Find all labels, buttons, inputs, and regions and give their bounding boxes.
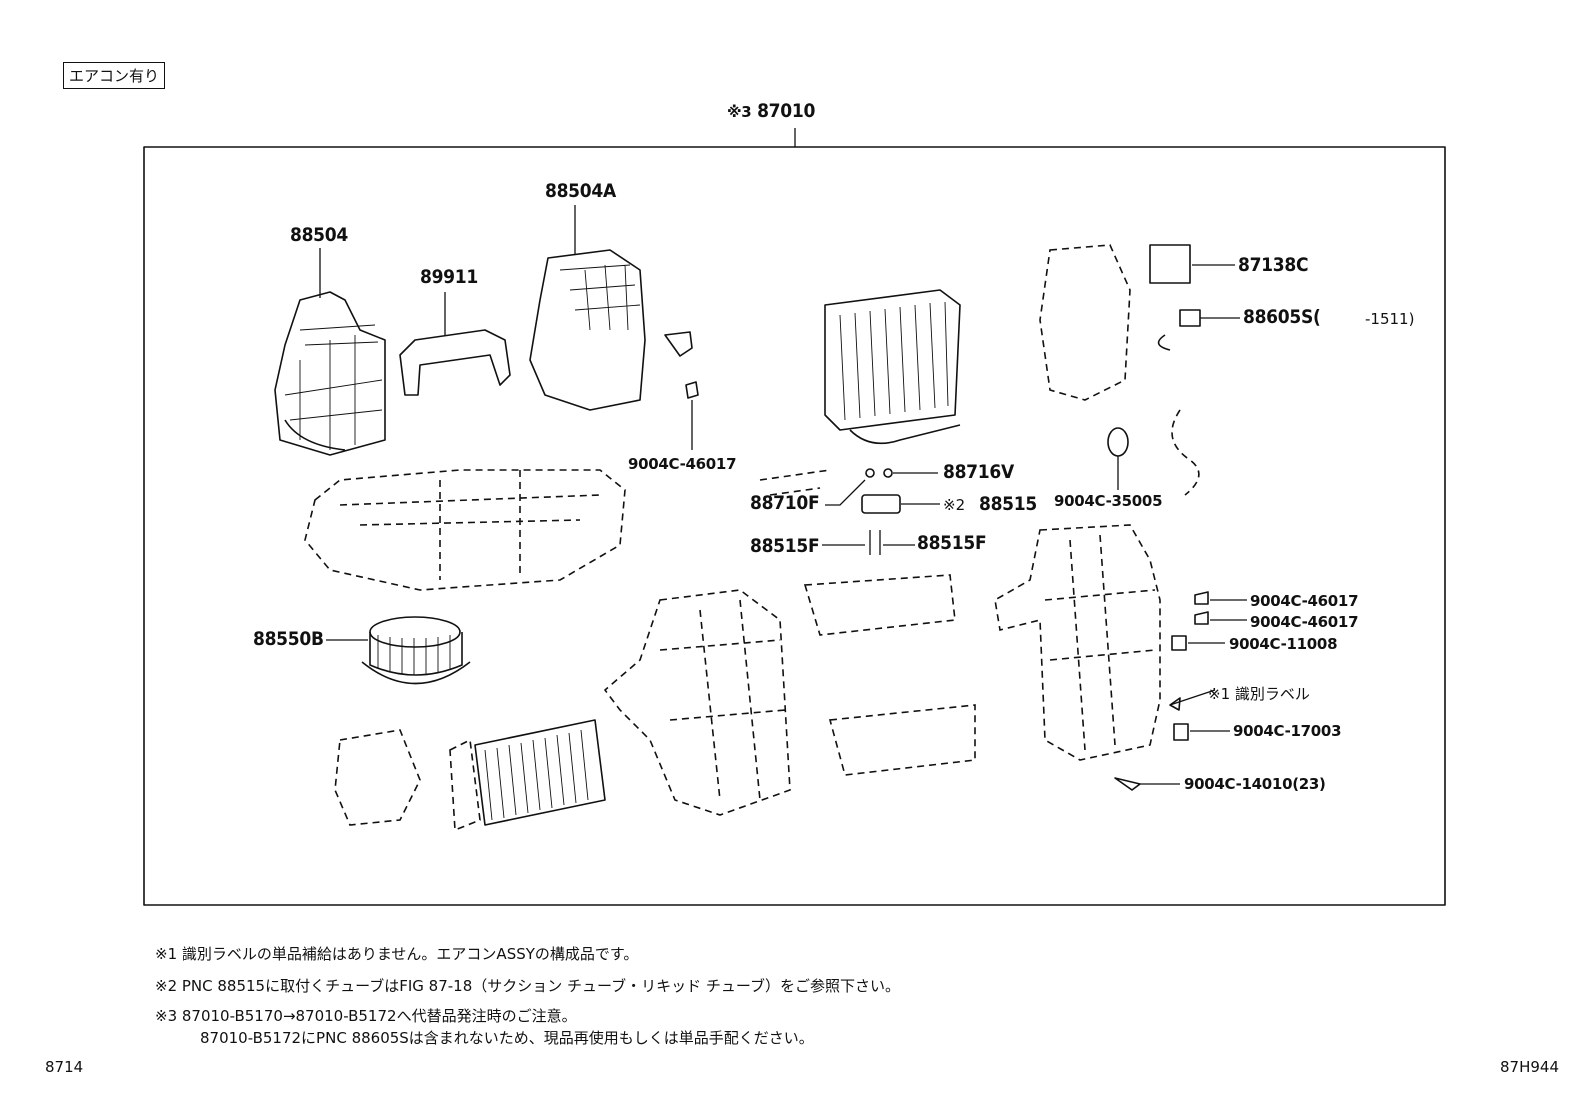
part-88710f[interactable]: 88710F bbox=[750, 492, 820, 514]
part-88515f-left[interactable]: 88515F bbox=[750, 535, 820, 557]
note-1: ※1 識別ラベルの単品補給はありません。エアコンASSYの構成品です。 bbox=[155, 945, 639, 963]
duct-parts-drawing bbox=[803, 574, 976, 776]
part-88605s[interactable]: 88605S( bbox=[1243, 306, 1321, 328]
part-88605s-range: -1511) bbox=[1365, 310, 1415, 328]
note-2: ※2 PNC 88515に取付くチューブはFIG 87-18（サクション チュー… bbox=[155, 977, 900, 995]
part-87138c[interactable]: 87138C bbox=[1238, 254, 1309, 276]
part-88550b[interactable]: 88550B bbox=[253, 628, 324, 650]
center-housing-drawing bbox=[603, 589, 791, 816]
assembly-part-number: 87010 bbox=[757, 100, 816, 122]
part-88716v[interactable]: 88716V bbox=[943, 461, 1014, 483]
blower-motor-drawing bbox=[326, 616, 471, 685]
part-9004c-35005[interactable]: 9004C-35005 bbox=[1054, 492, 1163, 510]
right-housing-drawing bbox=[994, 244, 1161, 761]
bracket-drawing bbox=[399, 292, 511, 396]
part-88515[interactable]: 88515 bbox=[979, 493, 1037, 515]
page-number: 8714 bbox=[45, 1058, 84, 1076]
part-89911[interactable]: 89911 bbox=[420, 266, 478, 288]
part-9004c-46017-b[interactable]: 9004C-46017 bbox=[1250, 592, 1359, 610]
blower-case-upper-drawing bbox=[274, 248, 386, 456]
blower-case-right-drawing bbox=[529, 205, 646, 411]
heater-core-drawing bbox=[334, 719, 606, 832]
part-88515-mark: ※2 bbox=[943, 496, 966, 514]
assembly-label: ※3 87010 bbox=[727, 100, 815, 122]
figure-code: 87H944 bbox=[1500, 1058, 1559, 1076]
part-88515f-right[interactable]: 88515F bbox=[917, 532, 987, 554]
identification-label-callout: ※1 識別ラベル bbox=[1208, 685, 1310, 703]
expansion-valve-drawing bbox=[759, 468, 940, 555]
note-3: ※3 87010-B5170→87010-B5172へ代替品発注時のご注意。 bbox=[155, 1007, 577, 1025]
aircon-equipped-tag: エアコン有り bbox=[63, 62, 166, 89]
part-9004c-17003[interactable]: 9004C-17003 bbox=[1233, 722, 1342, 740]
note-3-continued: 87010-B5172にPNC 88605Sは含まれないため、現品再使用もしくは… bbox=[200, 1029, 814, 1047]
evaporator-drawing bbox=[824, 289, 961, 445]
connector-parts-drawing bbox=[664, 244, 1247, 791]
part-88504[interactable]: 88504 bbox=[290, 224, 348, 246]
part-88504a[interactable]: 88504A bbox=[545, 180, 616, 202]
part-9004c-46017-a[interactable]: 9004C-46017 bbox=[628, 455, 737, 473]
part-9004c-14010[interactable]: 9004C-14010(23) bbox=[1184, 775, 1326, 793]
part-9004c-46017-c[interactable]: 9004C-46017 bbox=[1250, 613, 1359, 631]
part-9004c-11008[interactable]: 9004C-11008 bbox=[1229, 635, 1338, 653]
lower-housing-drawing bbox=[304, 469, 626, 591]
assembly-mark: ※3 bbox=[727, 103, 752, 121]
